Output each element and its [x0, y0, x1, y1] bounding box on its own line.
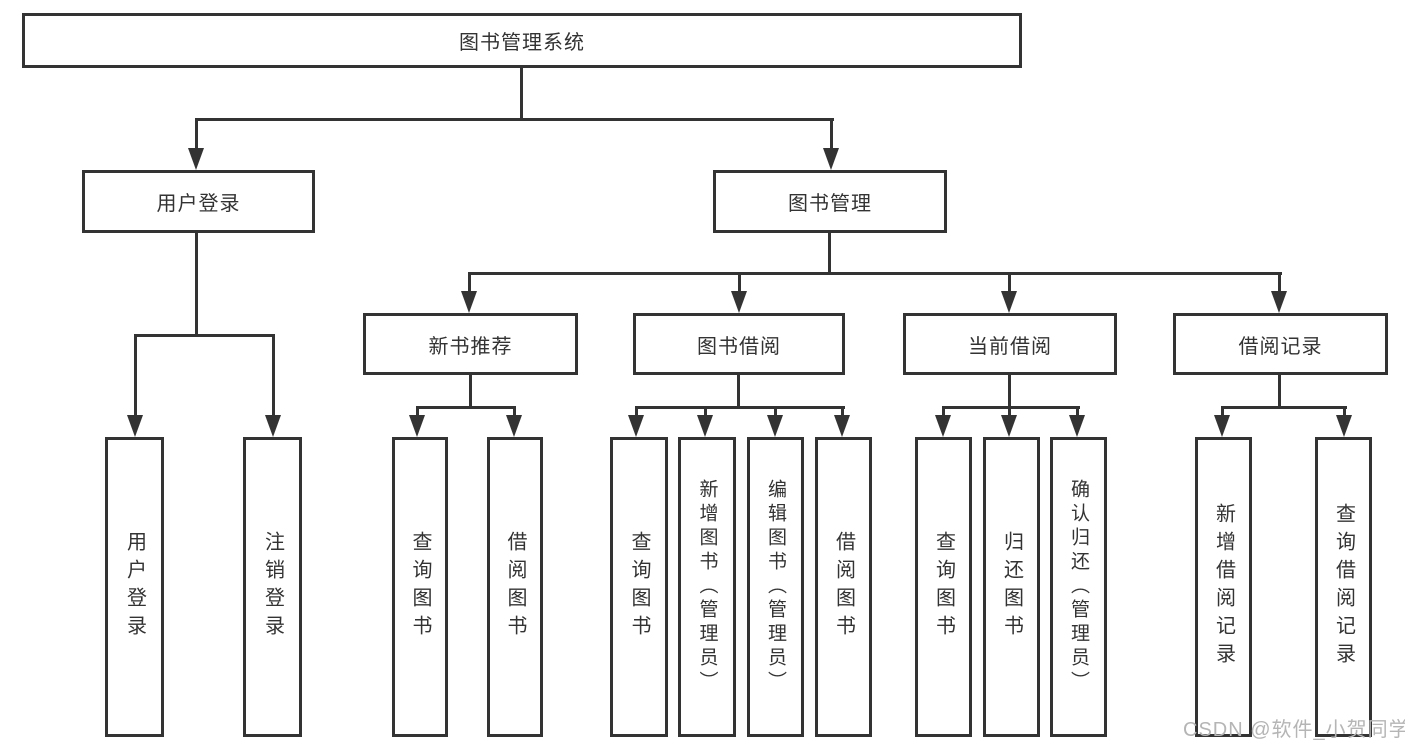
- connector-line: [1076, 406, 1079, 418]
- node-branch-book-management: 图书管理: [713, 170, 947, 233]
- connector-line: [942, 406, 1080, 409]
- connector-line: [416, 406, 419, 418]
- arrow-down-icon: [731, 291, 747, 313]
- node-leaf-confirm-return-admin: 确认归还（管理员）: [1050, 437, 1107, 737]
- node-root-system: 图书管理系统: [22, 13, 1022, 68]
- connector-line: [942, 406, 945, 418]
- connector-line: [1008, 406, 1011, 418]
- connector-line: [737, 375, 740, 408]
- connector-line: [828, 233, 831, 274]
- arrow-down-icon: [1069, 415, 1085, 437]
- leaf-label: 用户登录: [123, 531, 146, 643]
- arrow-down-icon: [1214, 415, 1230, 437]
- node-group-new-book-recommend: 新书推荐: [363, 313, 578, 375]
- connector-line: [635, 406, 845, 409]
- arrow-down-icon: [834, 415, 850, 437]
- connector-line: [1008, 272, 1011, 294]
- node-leaf-logout: 注销登录: [243, 437, 302, 737]
- connector-line: [1008, 375, 1011, 408]
- arrow-down-icon: [1001, 291, 1017, 313]
- leaf-label: 查询借阅记录: [1332, 503, 1355, 671]
- connector-line: [468, 272, 1282, 275]
- leaf-label: 查询图书: [932, 531, 955, 643]
- connector-line: [1278, 375, 1281, 408]
- connector-line: [195, 118, 198, 150]
- connector-line: [1221, 406, 1224, 418]
- connector-line: [635, 406, 638, 418]
- connector-line: [1343, 406, 1346, 418]
- node-leaf-query-books-1: 查询图书: [392, 437, 448, 737]
- node-leaf-return-books: 归还图书: [983, 437, 1040, 737]
- connector-line: [195, 118, 834, 121]
- arrow-down-icon: [1271, 291, 1287, 313]
- node-group-current-borrow: 当前借阅: [903, 313, 1117, 375]
- node-leaf-borrow-books-1: 借阅图书: [487, 437, 543, 737]
- arrow-down-icon: [461, 291, 477, 313]
- leaf-label: 查询图书: [409, 531, 431, 643]
- leaf-label: 归还图书: [1000, 531, 1023, 643]
- arrow-down-icon: [935, 415, 951, 437]
- connector-line: [272, 334, 275, 417]
- leaf-label: 注销登录: [261, 531, 284, 643]
- arrow-down-icon: [409, 415, 425, 437]
- arrow-down-icon: [628, 415, 644, 437]
- connector-line: [195, 233, 198, 336]
- connector-line: [738, 272, 741, 294]
- arrow-down-icon: [506, 415, 522, 437]
- leaf-label: 借阅图书: [832, 531, 855, 643]
- node-group-borrow-record: 借阅记录: [1173, 313, 1388, 375]
- node-leaf-add-borrow-record: 新增借阅记录: [1195, 437, 1252, 737]
- connector-line: [468, 272, 471, 294]
- leaf-label: 借阅图书: [504, 531, 526, 643]
- connector-line: [1221, 406, 1347, 409]
- connector-line: [830, 118, 833, 150]
- node-leaf-borrow-books-2: 借阅图书: [815, 437, 872, 737]
- node-branch-user-login: 用户登录: [82, 170, 315, 233]
- arrow-down-icon: [1336, 415, 1352, 437]
- leaf-label: 确认归还（管理员）: [1068, 479, 1089, 695]
- arrow-down-icon: [767, 415, 783, 437]
- connector-line: [416, 406, 516, 409]
- connector-line: [1278, 272, 1281, 294]
- node-leaf-add-books-admin: 新增图书（管理员）: [678, 437, 736, 737]
- connector-line: [841, 406, 844, 418]
- node-leaf-user-login: 用户登录: [105, 437, 164, 737]
- arrow-down-icon: [265, 415, 281, 437]
- node-leaf-edit-books-admin: 编辑图书（管理员）: [747, 437, 804, 737]
- arrow-down-icon: [823, 148, 839, 170]
- leaf-label: 查询图书: [628, 531, 650, 643]
- connector-line: [469, 375, 472, 408]
- node-leaf-query-books-2: 查询图书: [610, 437, 668, 737]
- connector-line: [134, 334, 275, 337]
- leaf-label: 编辑图书（管理员）: [765, 479, 786, 695]
- csdn-watermark: CSDN @软件_小贺同学: [1183, 719, 1405, 741]
- node-group-book-borrow: 图书借阅: [633, 313, 845, 375]
- node-leaf-query-books-3: 查询图书: [915, 437, 972, 737]
- arrow-down-icon: [127, 415, 143, 437]
- node-leaf-query-borrow-record: 查询借阅记录: [1315, 437, 1372, 737]
- connector-line: [704, 406, 707, 418]
- connector-line: [513, 406, 516, 418]
- arrow-down-icon: [188, 148, 204, 170]
- connector-line: [774, 406, 777, 418]
- arrow-down-icon: [697, 415, 713, 437]
- arrow-down-icon: [1001, 415, 1017, 437]
- leaf-label: 新增图书（管理员）: [696, 479, 718, 695]
- connector-line: [134, 334, 137, 417]
- connector-line: [520, 66, 523, 120]
- leaf-label: 新增借阅记录: [1212, 503, 1235, 671]
